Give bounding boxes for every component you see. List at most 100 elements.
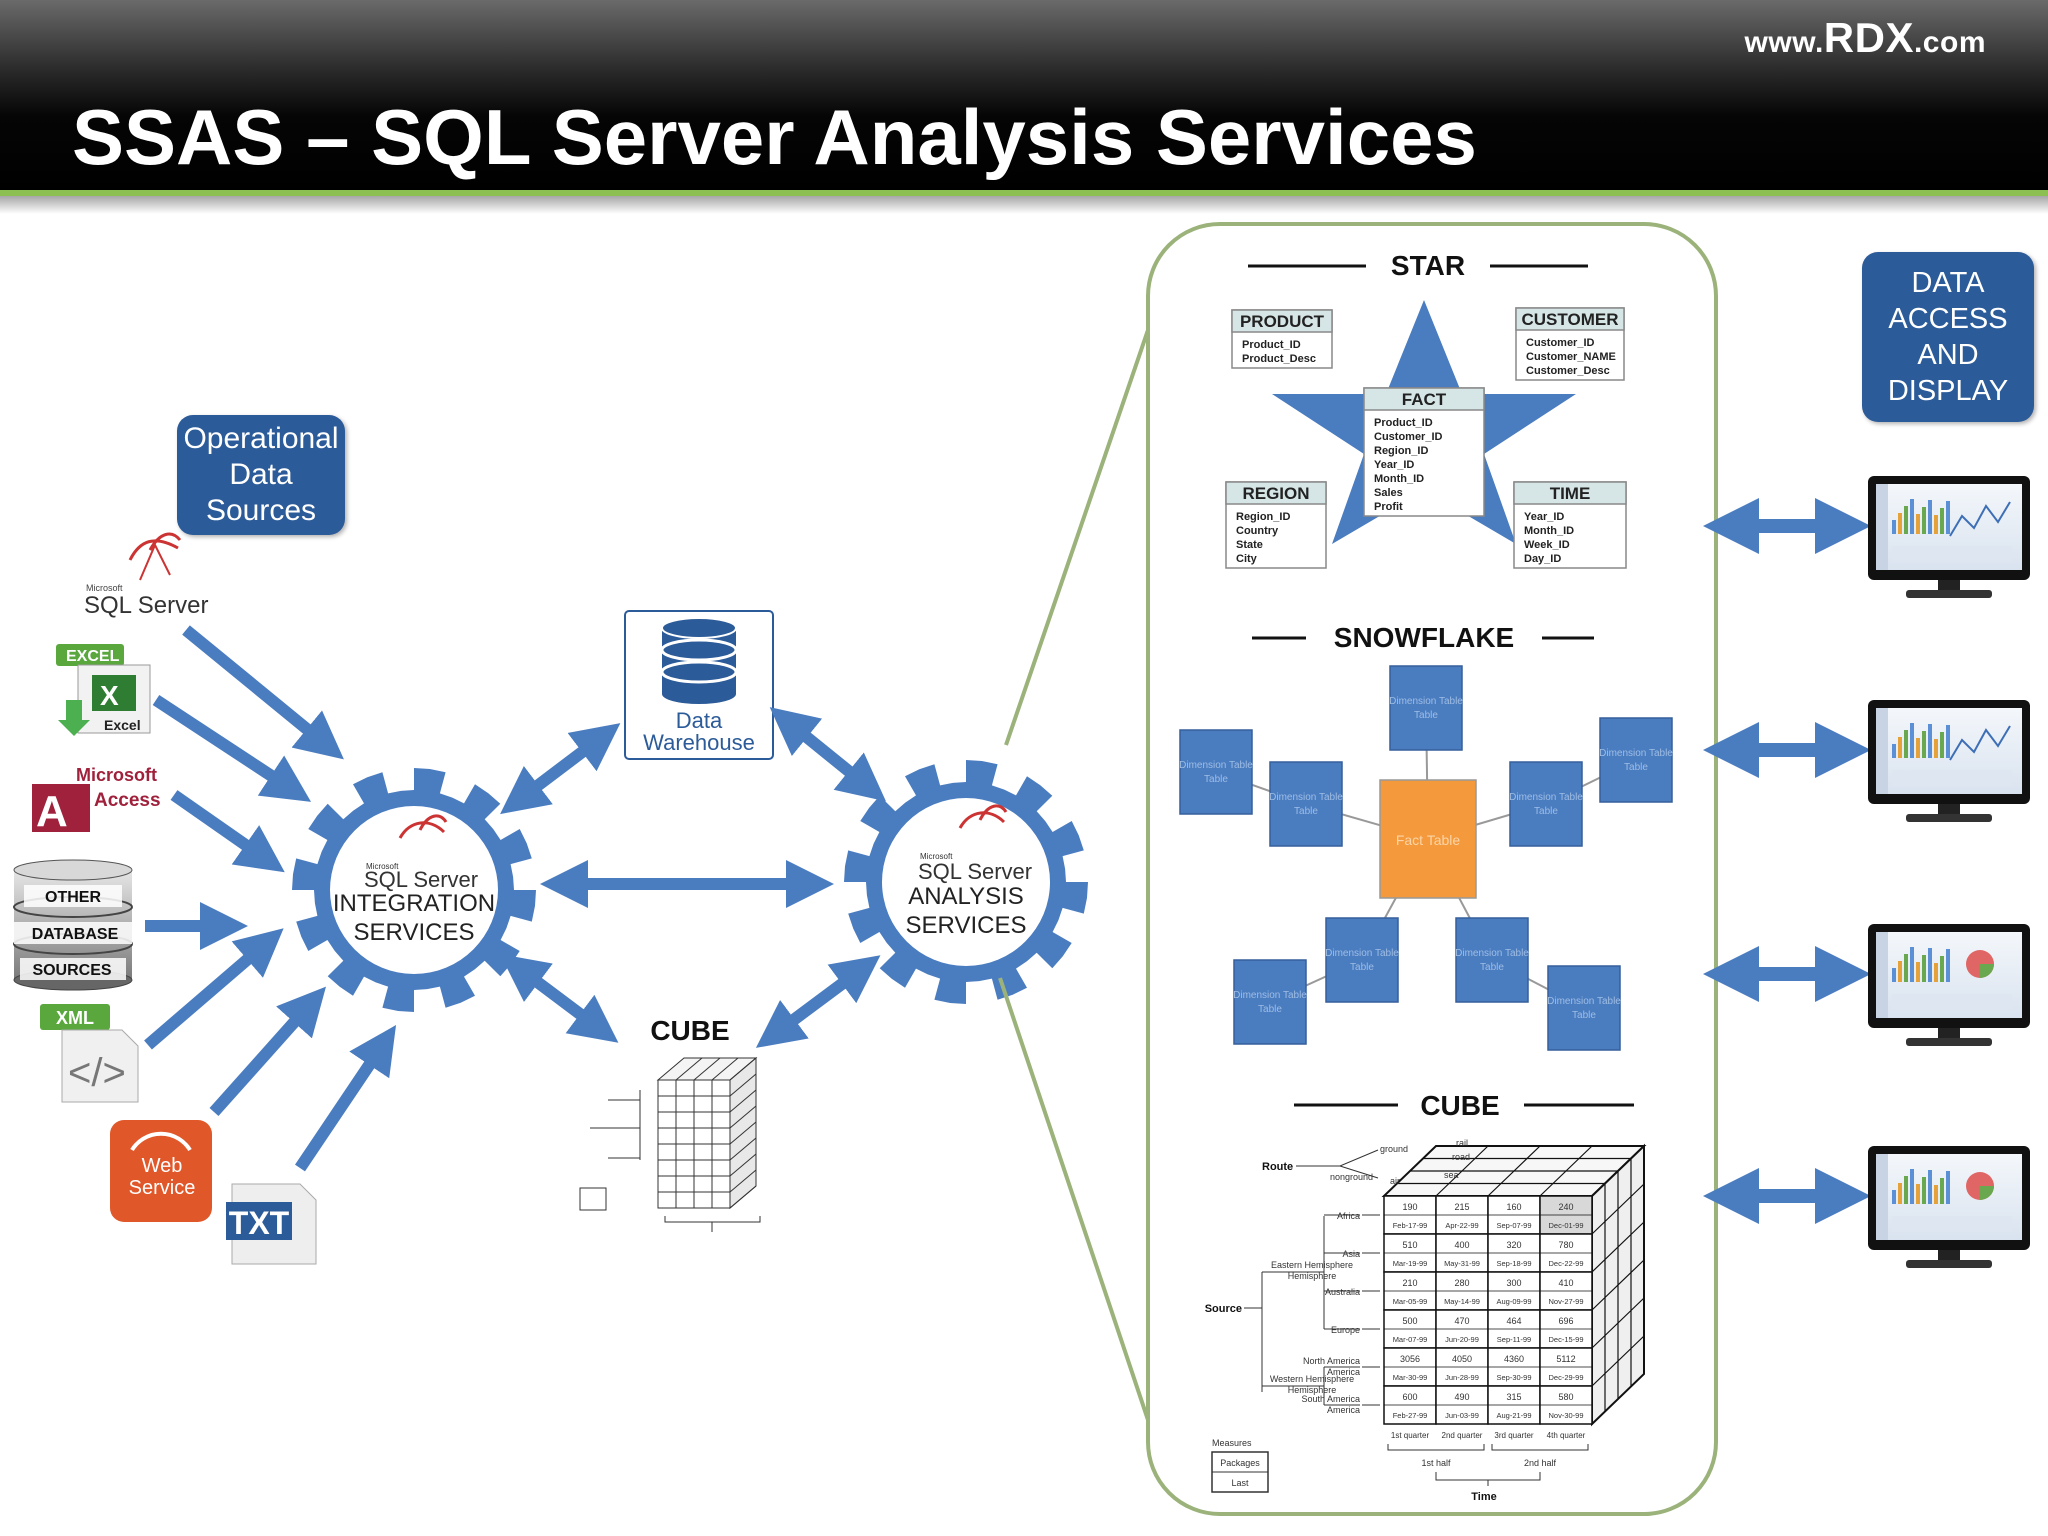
xml-source-icon: XML </> — [40, 1004, 139, 1103]
dashboard-monitor-4 — [1703, 1146, 2030, 1268]
svg-text:FACT: FACT — [1402, 390, 1447, 409]
brand-logo[interactable]: www.RDX.com — [1744, 14, 1986, 61]
svg-text:320: 320 — [1506, 1240, 1521, 1250]
svg-text:Table: Table — [1572, 1010, 1596, 1021]
svg-text:Table: Table — [1294, 806, 1318, 817]
svg-text:SERVICES: SERVICES — [906, 912, 1027, 939]
svg-text:Packages: Packages — [1220, 1458, 1260, 1468]
svg-text:STAR: STAR — [1391, 250, 1465, 281]
svg-text:Aug-21-99: Aug-21-99 — [1496, 1411, 1531, 1420]
svg-text:Europe: Europe — [1331, 1325, 1360, 1335]
svg-text:Table: Table — [1624, 762, 1648, 773]
svg-text:Australia: Australia — [1325, 1287, 1360, 1297]
svg-text:3rd quarter: 3rd quarter — [1494, 1431, 1533, 1440]
svg-text:Month_ID: Month_ID — [1374, 473, 1424, 485]
svg-text:510: 510 — [1402, 1240, 1417, 1250]
svg-text:Hemisphere: Hemisphere — [1288, 1271, 1337, 1281]
svg-text:Dimension Table: Dimension Table — [1389, 696, 1463, 707]
svg-text:696: 696 — [1558, 1316, 1573, 1326]
svg-text:Sep-30-99: Sep-30-99 — [1496, 1373, 1531, 1382]
svg-text:INTEGRATION: INTEGRATION — [333, 890, 495, 917]
svg-text:Region_ID: Region_ID — [1374, 445, 1428, 457]
svg-text:Microsoft: Microsoft — [366, 862, 399, 871]
dashboard-monitor-2 — [1703, 700, 2030, 822]
svg-text:Feb-17-99: Feb-17-99 — [1393, 1221, 1428, 1230]
svg-text:Profit: Profit — [1374, 501, 1403, 513]
zoom-connectors — [998, 329, 1150, 1421]
svg-text:Africa: Africa — [1337, 1211, 1360, 1221]
svg-text:Feb-27-99: Feb-27-99 — [1393, 1411, 1428, 1420]
svg-text:Jun-03-99: Jun-03-99 — [1445, 1411, 1479, 1420]
svg-text:Dec-22-99: Dec-22-99 — [1548, 1259, 1583, 1268]
svg-text:Jun-20-99: Jun-20-99 — [1445, 1335, 1479, 1344]
svg-text:SQL Server: SQL Server — [364, 867, 478, 892]
svg-text:SNOWFLAKE: SNOWFLAKE — [1334, 622, 1514, 653]
svg-text:5112: 5112 — [1556, 1354, 1575, 1364]
svg-text:Access: Access — [94, 790, 161, 811]
svg-text:Aug-09-99: Aug-09-99 — [1496, 1297, 1531, 1306]
svg-text:CUSTOMER: CUSTOMER — [1522, 310, 1619, 329]
svg-text:TXT: TXT — [229, 1205, 290, 1241]
svg-text:XML: XML — [56, 1008, 94, 1028]
header-shadow — [0, 196, 2048, 214]
svg-text:Customer_NAME: Customer_NAME — [1526, 351, 1616, 363]
svg-text:DATABASE: DATABASE — [32, 926, 119, 943]
svg-text:Nov-30-99: Nov-30-99 — [1548, 1411, 1583, 1420]
star-schema: STAR PRODUCTProduct_IDProduct_DescCUSTOM… — [1225, 250, 1627, 569]
svg-text:air: air — [1390, 1176, 1400, 1186]
svg-text:160: 160 — [1506, 1202, 1521, 1212]
svg-text:SQL Server: SQL Server — [918, 859, 1032, 884]
svg-text:Web: Web — [142, 1155, 183, 1177]
svg-text:Asia: Asia — [1342, 1249, 1360, 1259]
svg-text:Mar-30-99: Mar-30-99 — [1393, 1373, 1428, 1382]
svg-text:Dec-29-99: Dec-29-99 — [1548, 1373, 1583, 1382]
analysis-services-label: Microsoft SQL Server ANALYSIS SERVICES — [906, 804, 1032, 939]
svg-text:REGION: REGION — [1242, 484, 1309, 503]
svg-text:CUBE: CUBE — [1420, 1090, 1499, 1121]
sqlserver-source-icon: Microsoft SQL Server — [84, 532, 209, 619]
dashboard-monitor-3 — [1703, 924, 2030, 1046]
svg-text:SERVICES: SERVICES — [354, 919, 475, 946]
svg-text:Microsoft: Microsoft — [86, 583, 123, 593]
svg-text:Sep-07-99: Sep-07-99 — [1496, 1221, 1531, 1230]
svg-text:SQL Server: SQL Server — [84, 592, 209, 619]
svg-text:Service: Service — [129, 1177, 196, 1199]
svg-text:410: 410 — [1558, 1278, 1573, 1288]
svg-text:Dimension Table: Dimension Table — [1599, 748, 1673, 759]
svg-text:</>: </> — [68, 1051, 126, 1095]
svg-text:Data: Data — [676, 708, 723, 733]
svg-text:Sales: Sales — [1374, 487, 1403, 499]
web-service-source-icon: Web Service — [110, 1120, 212, 1222]
svg-text:Week_ID: Week_ID — [1524, 539, 1570, 551]
svg-text:sea: sea — [1444, 1170, 1459, 1180]
svg-text:240: 240 — [1558, 1202, 1573, 1212]
flow-arrows — [500, 707, 886, 1048]
svg-text:Dimension Table: Dimension Table — [1325, 948, 1399, 959]
svg-text:Sep-11-99: Sep-11-99 — [1497, 1335, 1531, 1344]
svg-text:Mar-07-99: Mar-07-99 — [1393, 1335, 1428, 1344]
svg-text:315: 315 — [1506, 1392, 1521, 1402]
svg-text:Eastern Hemisphere: Eastern Hemisphere — [1271, 1260, 1353, 1270]
svg-text:America: America — [1327, 1367, 1360, 1377]
integration-services-label: Microsoft SQL Server INTEGRATION SERVICE… — [333, 814, 495, 946]
data-warehouse-icon: Data Warehouse — [624, 610, 774, 760]
svg-text:ANALYSIS: ANALYSIS — [908, 883, 1024, 910]
source-arrows — [144, 625, 397, 1172]
svg-text:4050: 4050 — [1452, 1354, 1472, 1364]
svg-text:OTHER: OTHER — [45, 889, 101, 906]
svg-text:2nd quarter: 2nd quarter — [1442, 1431, 1483, 1440]
svg-text:Nov-27-99: Nov-27-99 — [1548, 1297, 1583, 1306]
svg-text:Time: Time — [1471, 1491, 1496, 1503]
svg-text:1st half: 1st half — [1421, 1458, 1451, 1468]
svg-text:600: 600 — [1402, 1392, 1417, 1402]
svg-text:1st quarter: 1st quarter — [1391, 1431, 1430, 1440]
svg-text:A: A — [36, 787, 68, 836]
svg-text:May-14-99: May-14-99 — [1444, 1297, 1480, 1306]
svg-text:Apr-22-99: Apr-22-99 — [1445, 1221, 1478, 1230]
svg-text:Dimension Table: Dimension Table — [1509, 792, 1583, 803]
svg-text:Table: Table — [1414, 710, 1438, 721]
svg-text:490: 490 — [1454, 1392, 1469, 1402]
svg-text:road: road — [1452, 1152, 1470, 1162]
